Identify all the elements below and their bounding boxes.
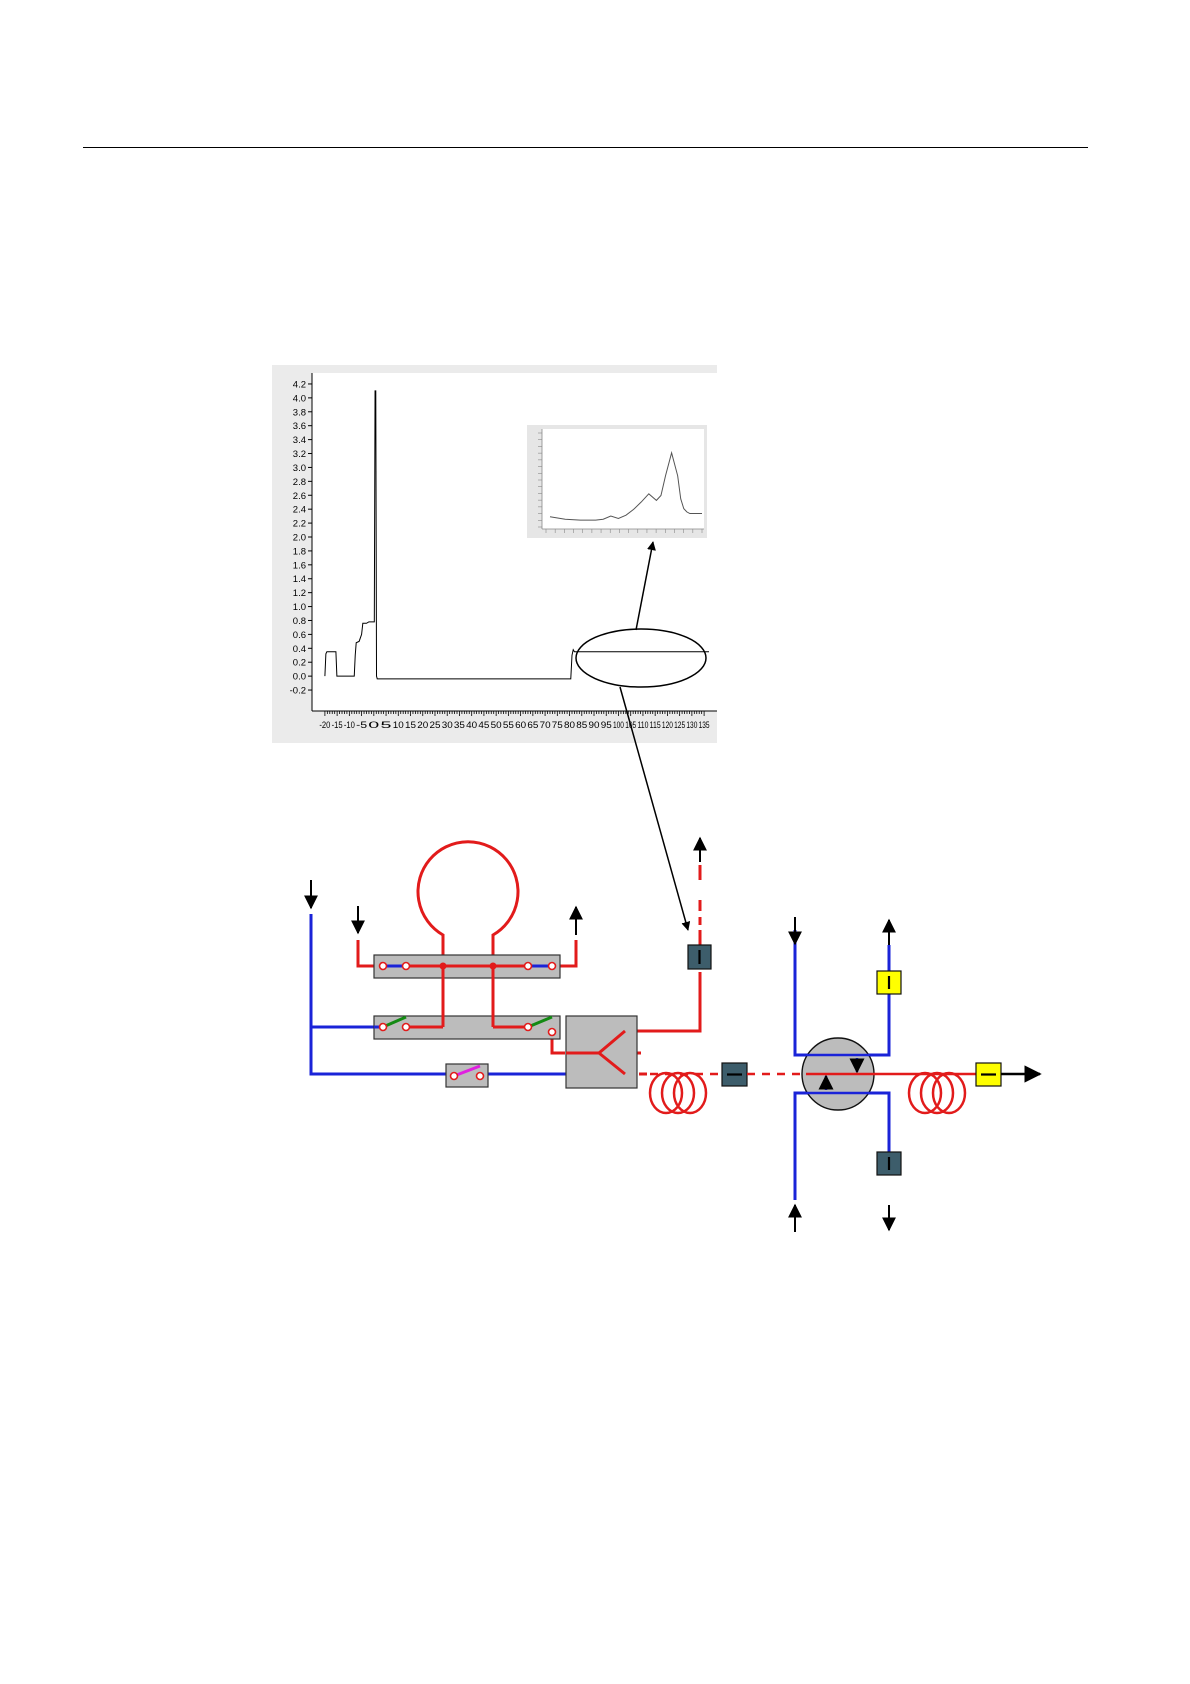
column-coil-left xyxy=(650,1073,706,1113)
column-coil-right xyxy=(909,1073,965,1113)
arrow-ellipse-to-inset xyxy=(636,542,653,630)
arrow-ellipse-to-detector xyxy=(620,687,688,930)
